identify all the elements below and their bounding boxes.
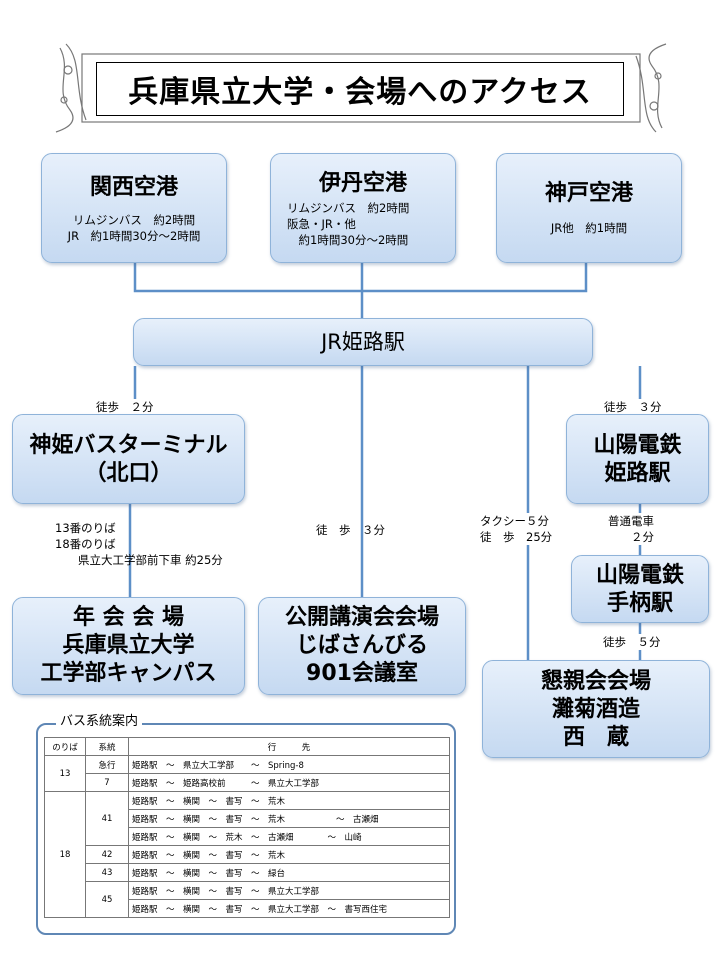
walk-to-terminal-label: 徒歩 ２分: [94, 399, 156, 415]
sanyo-himeji-box: 山陽電鉄 姫路駅: [566, 414, 709, 504]
bus-guide-heading: バス系統案内: [56, 713, 143, 731]
itami-airport-detail: リムジンバス 約2時間 阪急・JR・他 約1時間30分～2時間: [287, 201, 410, 247]
destination-cell: 姫路駅 ～ 横関 ～ 書写 ～ 荒木 ～ 古瀬畑: [128, 809, 450, 828]
kansai-airport-name: 関西空港: [89, 175, 178, 200]
title-ornament: [55, 43, 667, 133]
kobe-airport-detail: JR他 約1時間: [550, 221, 628, 235]
table-row: 43 姫路駅 ～ 横関 ～ 書写 ～ 緑台: [45, 863, 450, 882]
reception-venue-name: 懇親会会場 灘菊酒造 西 蔵: [540, 669, 651, 750]
title-box: 兵庫県立大学・会場へのアクセス: [96, 62, 624, 116]
stop-cell: 18: [44, 791, 86, 918]
walk-to-reception-label: 徒歩 ５分: [601, 634, 663, 650]
itami-airport-name: 伊丹空港: [318, 171, 407, 196]
annual-meeting-venue-box: 年 会 会 場 兵庫県立大学 工学部キャンパス: [12, 597, 245, 695]
itami-airport-box: 伊丹空港 リムジンバス 約2時間 阪急・JR・他 約1時間30分～2時間: [270, 153, 456, 263]
table-row: 13 急行 姫路駅 ～ 県立大工学部 ～ Spring-8: [44, 755, 450, 792]
bus-route-table: のりば 系統 行 先 13 急行 姫路駅 ～ 県立大工学部 ～ Spring-8…: [44, 737, 450, 918]
kansai-airport-detail: リムジンバス 約2時間 JR 約1時間30分～2時間: [67, 213, 201, 243]
route-cell: 43: [85, 863, 129, 882]
kobe-airport-box: 神戸空港 JR他 約1時間: [496, 153, 682, 263]
sanyo-tegara-box: 山陽電鉄 手柄駅: [571, 555, 709, 623]
stop-cell: 13: [44, 755, 86, 792]
jr-himeji-label: JR姫路駅: [321, 330, 405, 354]
shinki-bus-terminal-box: 神姫バスターミナル （北口）: [12, 414, 245, 504]
table-row: 18 41 姫路駅 ～ 横関 ～ 書写 ～ 荒木: [44, 791, 450, 918]
table-header-row: のりば 系統 行 先: [44, 737, 450, 756]
taxi-walk-label: タクシー５分 徒 歩 25分: [478, 513, 555, 545]
table-row: 7 姫路駅 ～ 姫路高校前 ～ 県立大工学部: [45, 773, 450, 792]
line-kansai: [133, 262, 588, 293]
bus-stops-label: 13番のりば 18番のりば 県立大工学部前下車 約25分: [55, 521, 223, 567]
page-title: 兵庫県立大学・会場へのアクセス: [128, 75, 592, 110]
shinki-bus-terminal-name: 神姫バスターミナル （北口）: [29, 433, 228, 486]
destination-cell: 姫路駅 ～ 県立大工学部 ～ Spring-8: [128, 755, 450, 774]
column-header-route: 系統: [85, 737, 129, 756]
local-train-label: 普通電車 ２分: [606, 513, 656, 545]
destination-cell: 姫路駅 ～ 横関 ～ 書写 ～ 県立大工学部 ～ 書写西住宅: [128, 899, 450, 918]
destination-cell: 姫路駅 ～ 横関 ～ 書写 ～ 荒木: [128, 845, 450, 864]
sanyo-himeji-name: 山陽電鉄 姫路駅: [593, 433, 682, 486]
route-cell: 7: [85, 773, 129, 792]
jr-himeji-box: JR姫路駅: [133, 318, 593, 366]
reception-venue-box: 懇親会会場 灘菊酒造 西 蔵: [482, 660, 710, 758]
public-lecture-venue-name: 公開講演会会場 じばさんびる 901会議室: [284, 605, 439, 686]
table-row: 45 姫路駅 ～ 横関 ～ 書写 ～ 県立大工学部: [45, 881, 450, 918]
table-row: 42 姫路駅 ～ 横関 ～ 書写 ～ 荒木: [45, 845, 450, 864]
route-cell: 45: [85, 881, 129, 918]
walk-to-sanyo-label: 徒歩 ３分: [602, 399, 664, 415]
route-cell: 42: [85, 845, 129, 864]
public-lecture-venue-box: 公開講演会会場 じばさんびる 901会議室: [258, 597, 466, 695]
walk-to-lecture-label: 徒 歩 ３分: [316, 523, 385, 537]
column-header-stop: のりば: [44, 737, 86, 756]
destination-cell: 姫路駅 ～ 横関 ～ 書写 ～ 県立大工学部: [128, 881, 450, 900]
route-cell: 41: [85, 791, 129, 846]
annual-meeting-venue-name: 年 会 会 場 兵庫県立大学 工学部キャンパス: [40, 605, 217, 686]
bus-guide-panel: [36, 723, 456, 935]
route-cell: 急行: [85, 755, 129, 774]
destination-cell: 姫路駅 ～ 横関 ～ 書写 ～ 荒木: [128, 791, 450, 810]
destination-cell: 姫路駅 ～ 姫路高校前 ～ 県立大工学部: [128, 773, 450, 792]
sanyo-tegara-name: 山陽電鉄 手柄駅: [595, 563, 684, 616]
table-row: 姫路駅 ～ 横関 ～ 書写 ～ 県立大工学部 ～ 書写西住宅: [45, 899, 450, 918]
column-header-destination: 行 先: [128, 737, 450, 756]
kobe-airport-name: 神戸空港: [544, 181, 633, 206]
destination-cell: 姫路駅 ～ 横関 ～ 書写 ～ 緑台: [128, 863, 450, 882]
kansai-airport-box: 関西空港 リムジンバス 約2時間 JR 約1時間30分～2時間: [41, 153, 227, 263]
destination-cell: 姫路駅 ～ 横関 ～ 荒木 ～ 古瀬畑 ～ 山崎: [128, 827, 450, 846]
